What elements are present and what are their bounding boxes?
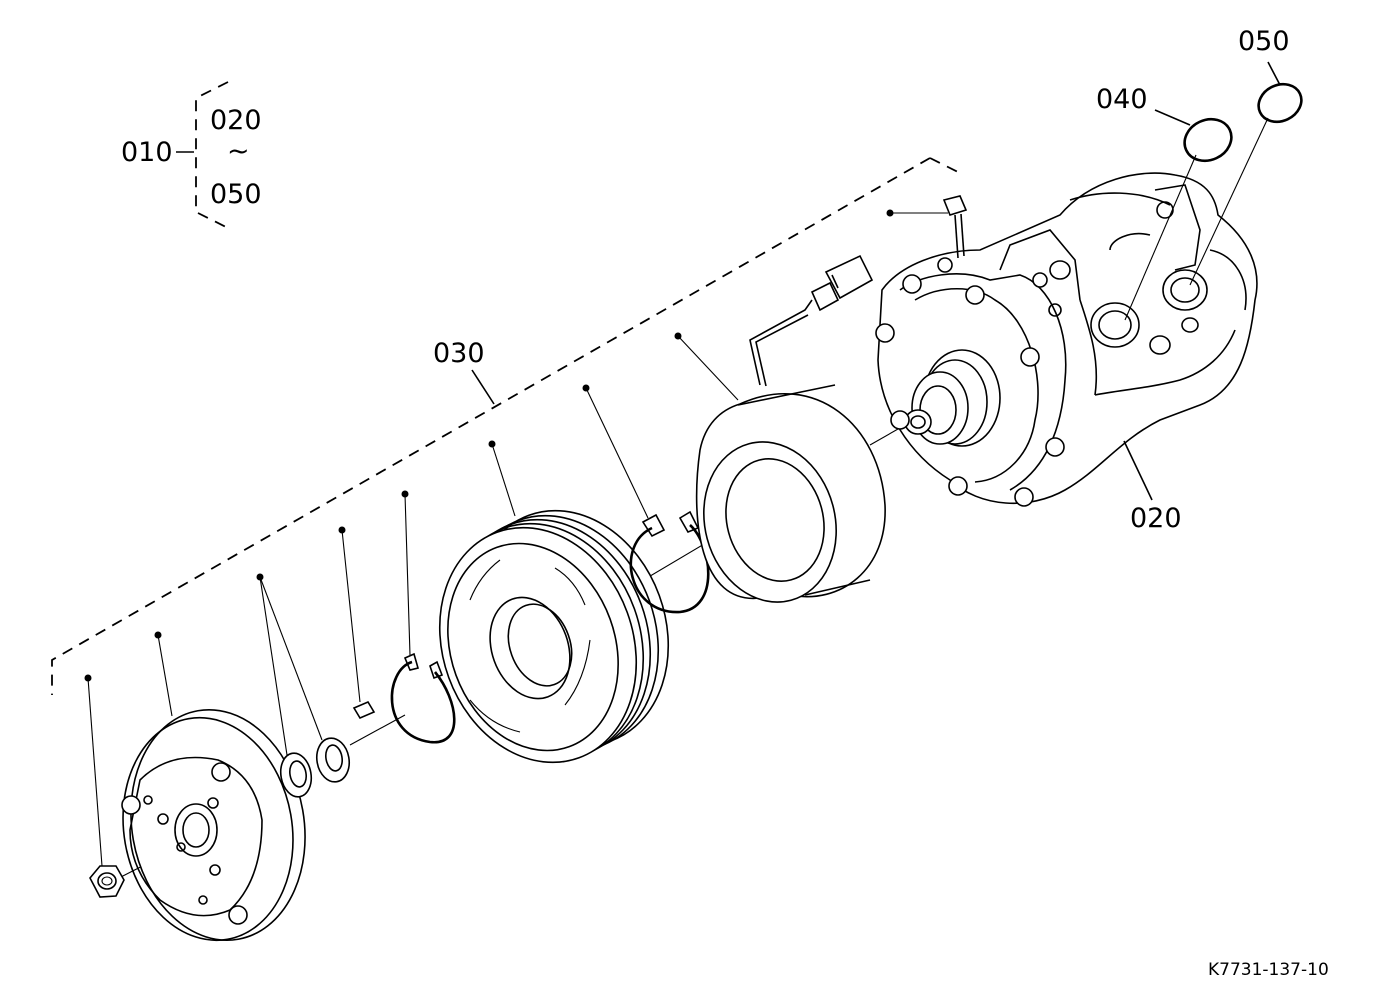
assembly-legend: 010 020 ~ 050	[121, 81, 262, 229]
o-ring-050[interactable]: 050	[1189, 26, 1308, 286]
o-ring-040[interactable]: 040	[1096, 84, 1238, 321]
range-end-050[interactable]: 050	[210, 179, 262, 210]
assembly-number-010[interactable]: 010	[121, 137, 173, 168]
label-040-o-ring[interactable]: 040	[1096, 84, 1148, 115]
pulley[interactable]	[408, 440, 701, 791]
label-030-clutch-kit[interactable]: 030	[433, 338, 485, 369]
compressor-body[interactable]: 020	[875, 172, 1258, 534]
range-tilde: ~	[227, 136, 250, 167]
label-020-compressor[interactable]: 020	[1130, 503, 1182, 534]
drawing-code: K7731-137-10	[1208, 960, 1329, 980]
field-coil[interactable]	[674, 254, 886, 617]
shaft-key[interactable]	[338, 526, 376, 720]
hex-nut[interactable]	[84, 674, 125, 898]
shim-washers[interactable]	[256, 573, 353, 800]
armature-plate[interactable]	[106, 631, 323, 955]
label-050-o-ring[interactable]: 050	[1238, 26, 1290, 57]
range-start-020[interactable]: 020	[210, 105, 262, 136]
clutch-kit-boundary: 030	[51, 157, 959, 695]
snap-ring-small[interactable]	[390, 490, 456, 744]
